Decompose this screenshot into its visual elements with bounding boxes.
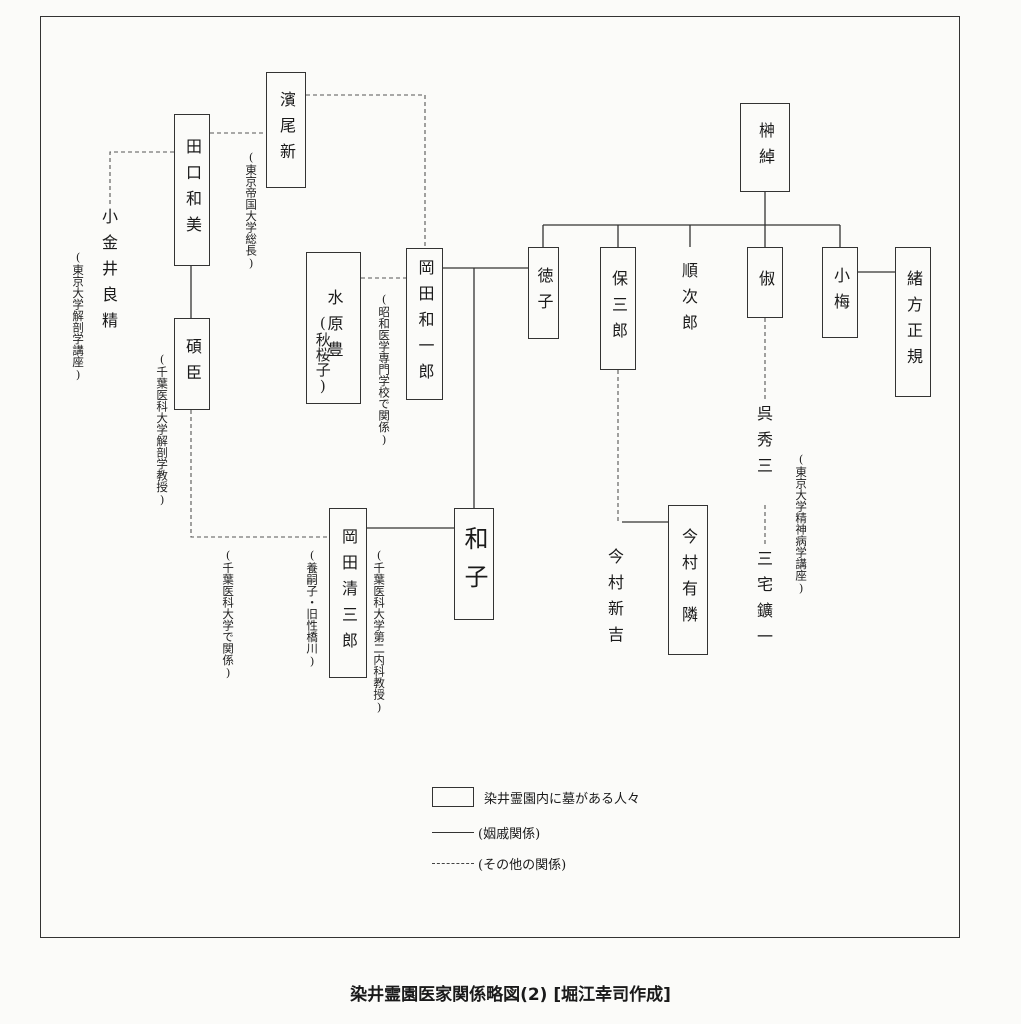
person-box-ogata: 緒方正規 — [895, 247, 931, 397]
legend-box-label: 染井霊園内に墓がある人々 — [484, 791, 641, 807]
legend-box-item: 染井霊園内に墓がある人々 — [432, 785, 640, 809]
legend-solid-label: (姻戚関係) — [478, 826, 541, 842]
person-box-yasusaburo: 保三郎 — [600, 247, 636, 370]
note-okada-waichiro: (昭和医学専門学校で関係) — [377, 292, 392, 447]
person-name-okada-seizaburo: 岡田清三郎 — [339, 528, 358, 658]
person-name-tokuko: 徳子 — [534, 267, 554, 319]
person-name-taguchi: 田口和美 — [183, 138, 202, 242]
person-name-okada-waichiro: 岡田和一郎 — [415, 259, 435, 389]
person-box-tsuruomi: 碩臣 — [174, 318, 210, 410]
caption: 染井霊園医家関係略図(2) [堀江幸司作成] — [350, 985, 671, 1005]
person-name-ogata: 緒方正規 — [904, 270, 923, 374]
person-name-miyake: 三宅鑛一 — [754, 550, 773, 654]
person-name-tsuruomi: 碩臣 — [183, 338, 202, 390]
diagram-frame — [40, 16, 960, 938]
legend-solid-swatch — [432, 831, 474, 833]
person-box-sakaki: 榊綽 — [740, 103, 790, 192]
legend-dashed-swatch — [432, 862, 474, 864]
person-box-hajime: 俶 — [747, 247, 783, 318]
note-hamao: (東京帝国大学総長) — [244, 150, 259, 270]
person-name-koume: 小梅 — [831, 266, 850, 319]
person-name-kazuko: 和子 — [460, 526, 488, 602]
legend-box-swatch — [432, 787, 474, 807]
person-name-imamura-arichika: 今村有隣 — [679, 528, 698, 632]
person-box-okada-seizaburo: 岡田清三郎 — [329, 508, 367, 678]
person-box-hamao: 濱尾新 — [266, 72, 306, 188]
person-name-yasusaburo: 保三郎 — [609, 269, 628, 348]
note-okada-seizaburo: (千葉医科大学第二内科教授) — [372, 548, 387, 714]
person-name-mizuhara: 水原豊 — [324, 289, 344, 367]
person-name-imamura-shinkichi: 今村新吉 — [605, 548, 624, 652]
person-box-koume: 小梅 — [822, 247, 858, 338]
note-kure: (東京大学精神病学講座) — [794, 452, 809, 595]
person-box-okada-waichiro: 岡田和一郎 — [406, 248, 443, 400]
person-name-junjiro: 順次郎 — [679, 262, 698, 340]
note-koganei: (東京大学解剖学講座) — [71, 250, 86, 382]
person-box-tokuko: 徳子 — [528, 247, 559, 339]
note-tsuruomi: (千葉医科大学解剖学教授) — [155, 352, 170, 507]
person-name-mizuhara-sub: (秋桜子) — [313, 314, 332, 395]
person-name-hamao: 濱尾新 — [277, 91, 296, 169]
person-box-kazuko: 和子 — [454, 508, 494, 620]
legend-solid-item: (姻戚関係) — [432, 820, 540, 844]
person-box-imamura-arichika: 今村有隣 — [668, 505, 708, 655]
person-box-mizuhara: 水原豊 — [306, 252, 361, 404]
legend-dashed-label: (その他の関係) — [478, 857, 567, 873]
person-box-taguchi: 田口和美 — [174, 114, 210, 266]
note-chiba: (千葉医科大学で関係) — [221, 548, 236, 680]
person-name-sakaki: 榊綽 — [756, 121, 775, 174]
person-name-kure: 呉秀三 — [754, 405, 773, 483]
note-okada-seizaburo-2: (養嗣子・旧性橋川) — [305, 548, 320, 668]
legend-dashed-item: (その他の関係) — [432, 851, 566, 875]
person-name-koganei: 小金井良精 — [99, 208, 118, 338]
person-name-hajime: 俶 — [756, 269, 775, 296]
